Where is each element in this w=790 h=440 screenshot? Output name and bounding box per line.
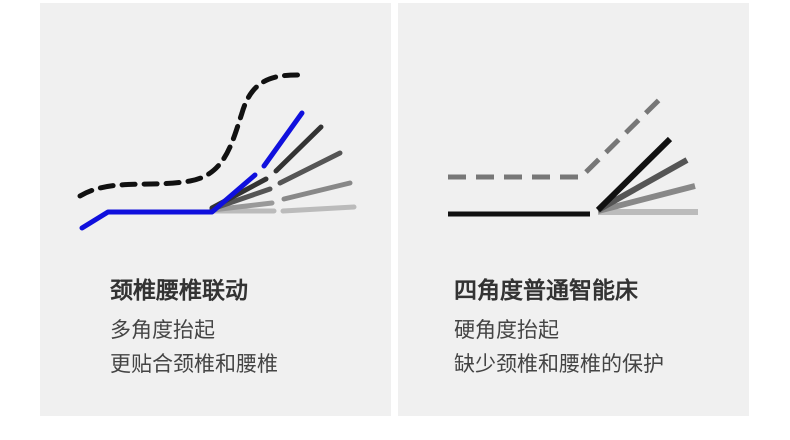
card-text: 四角度普通智能床 硬角度抬起 缺少颈椎和腰椎的保护: [454, 275, 664, 381]
fan-line: [273, 124, 324, 174]
linked-neck-lumbar-bed-curve-icon: [77, 72, 357, 231]
fan-line: [277, 150, 343, 186]
fan-line: [281, 180, 353, 202]
card-line-2: 更贴合颈椎和腰椎: [110, 352, 278, 376]
blue-bed-line: [79, 172, 258, 231]
card-line-2: 缺少颈椎和腰椎的保护: [454, 352, 664, 376]
card-text: 颈椎腰椎联动 多角度抬起 更贴合颈椎和腰椎: [110, 275, 278, 381]
feature-card-standard: 四角度普通智能床 硬角度抬起 缺少颈椎和腰椎的保护: [398, 3, 749, 416]
fan-line: [597, 183, 696, 214]
card-line-1: 多角度抬起: [110, 318, 215, 342]
dashed-curve: [77, 72, 301, 199]
card-title: 四角度普通智能床: [454, 278, 638, 304]
dashed-bed-line: [448, 97, 662, 180]
card-title: 颈椎腰椎联动: [110, 278, 248, 304]
blue-bed-line-upper: [261, 110, 305, 169]
fan-line: [209, 200, 275, 213]
four-angle-bed-curve-icon: [448, 97, 698, 217]
fan-line: [280, 204, 357, 214]
fan-line: [595, 136, 673, 213]
card-line-1: 硬角度抬起: [454, 318, 559, 342]
fan-line: [596, 157, 689, 213]
feature-card-linked: 颈椎腰椎联动 多角度抬起 更贴合颈椎和腰椎: [40, 3, 391, 416]
